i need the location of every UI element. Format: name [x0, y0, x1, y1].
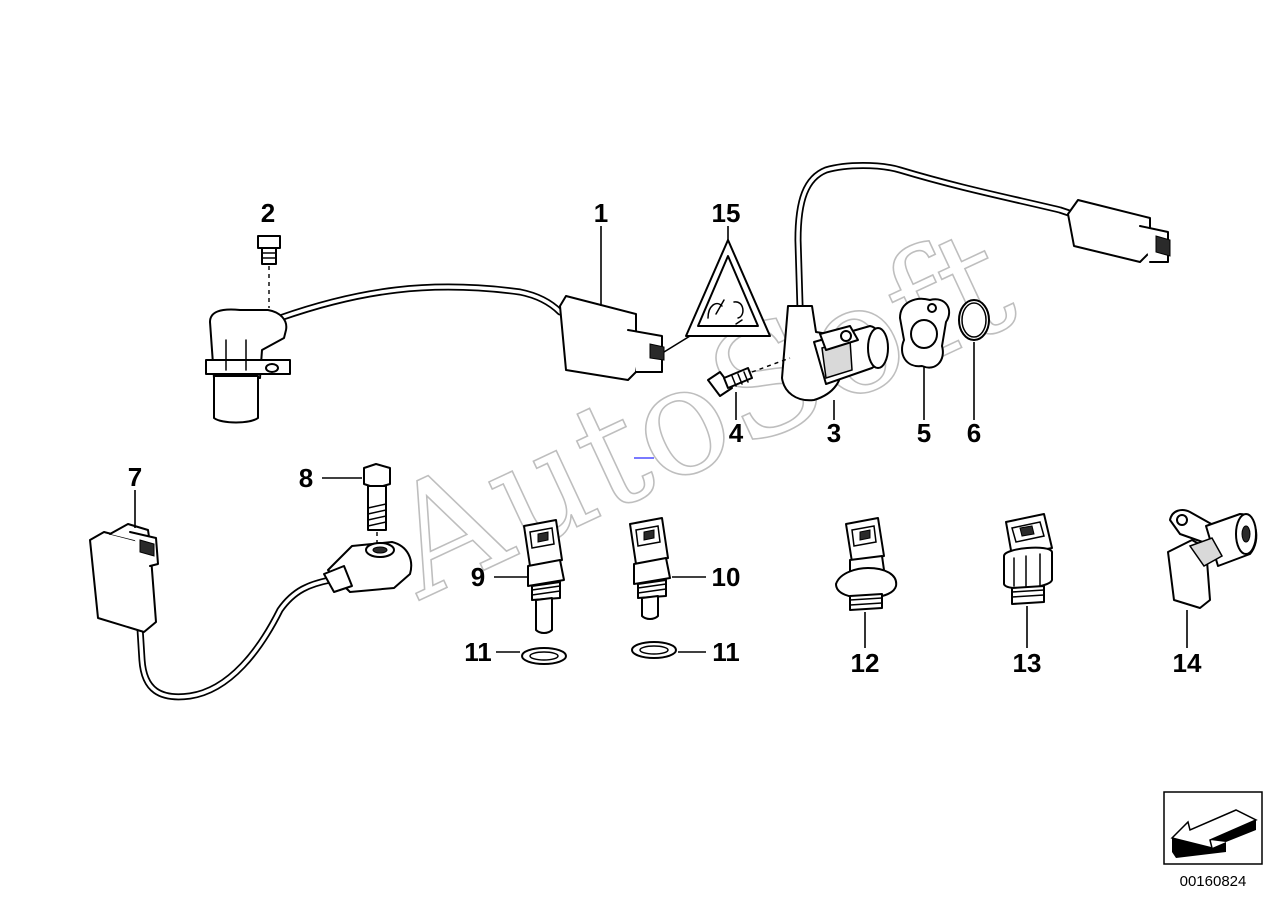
callout-3: 3 [827, 418, 841, 448]
callout-12: 12 [851, 648, 880, 678]
reference-box: 00160824 [1163, 791, 1263, 890]
part-4-bolt: 4 [707, 357, 791, 448]
part-12-oil-pressure-switch: 12 [835, 517, 898, 678]
orientation-arrow-icon [1170, 809, 1258, 858]
callout-4: 4 [729, 418, 744, 448]
callout-9: 9 [471, 562, 485, 592]
part-8-bolt: 8 [299, 463, 413, 593]
reference-number: 00160824 [1180, 873, 1247, 890]
callout-13: 13 [1013, 648, 1042, 678]
part-1-leader: 1 [594, 198, 691, 353]
part-14-position-sensor: 14 [1167, 509, 1258, 678]
part-13-pressure-switch: 13 [1003, 513, 1053, 678]
callout-10: 10 [712, 562, 741, 592]
callout-7: 7 [128, 462, 142, 492]
callout-11-right: 11 [712, 637, 740, 667]
callout-14: 14 [1173, 648, 1202, 678]
watermark: AutoSoft [361, 194, 1038, 633]
part-7-knock-sensor-cable: 7 [89, 462, 334, 701]
callout-15: 15 [712, 198, 741, 228]
part-1-sensor-with-cable [205, 283, 665, 424]
part-11-sealing-ring-right: 11 [631, 637, 740, 667]
part-3-sensor-with-cable: 3 [781, 162, 1171, 448]
part-9-temperature-sender: 9 [471, 519, 565, 634]
callout-8: 8 [299, 463, 313, 493]
callout-5: 5 [917, 418, 931, 448]
callout-2: 2 [261, 198, 275, 228]
part-15-warning-label: 15 [685, 198, 771, 337]
part-11-sealing-ring-left: 11 [464, 637, 567, 667]
callout-1: 1 [594, 198, 608, 228]
part-10-temperature-sender: 10 [629, 517, 741, 620]
callout-11-left: 11 [464, 637, 492, 667]
callout-6: 6 [967, 418, 981, 448]
part-5-gasket: 5 [899, 297, 951, 448]
part-6-o-ring: 6 [958, 299, 990, 448]
part-2-screw: 2 [257, 198, 281, 308]
